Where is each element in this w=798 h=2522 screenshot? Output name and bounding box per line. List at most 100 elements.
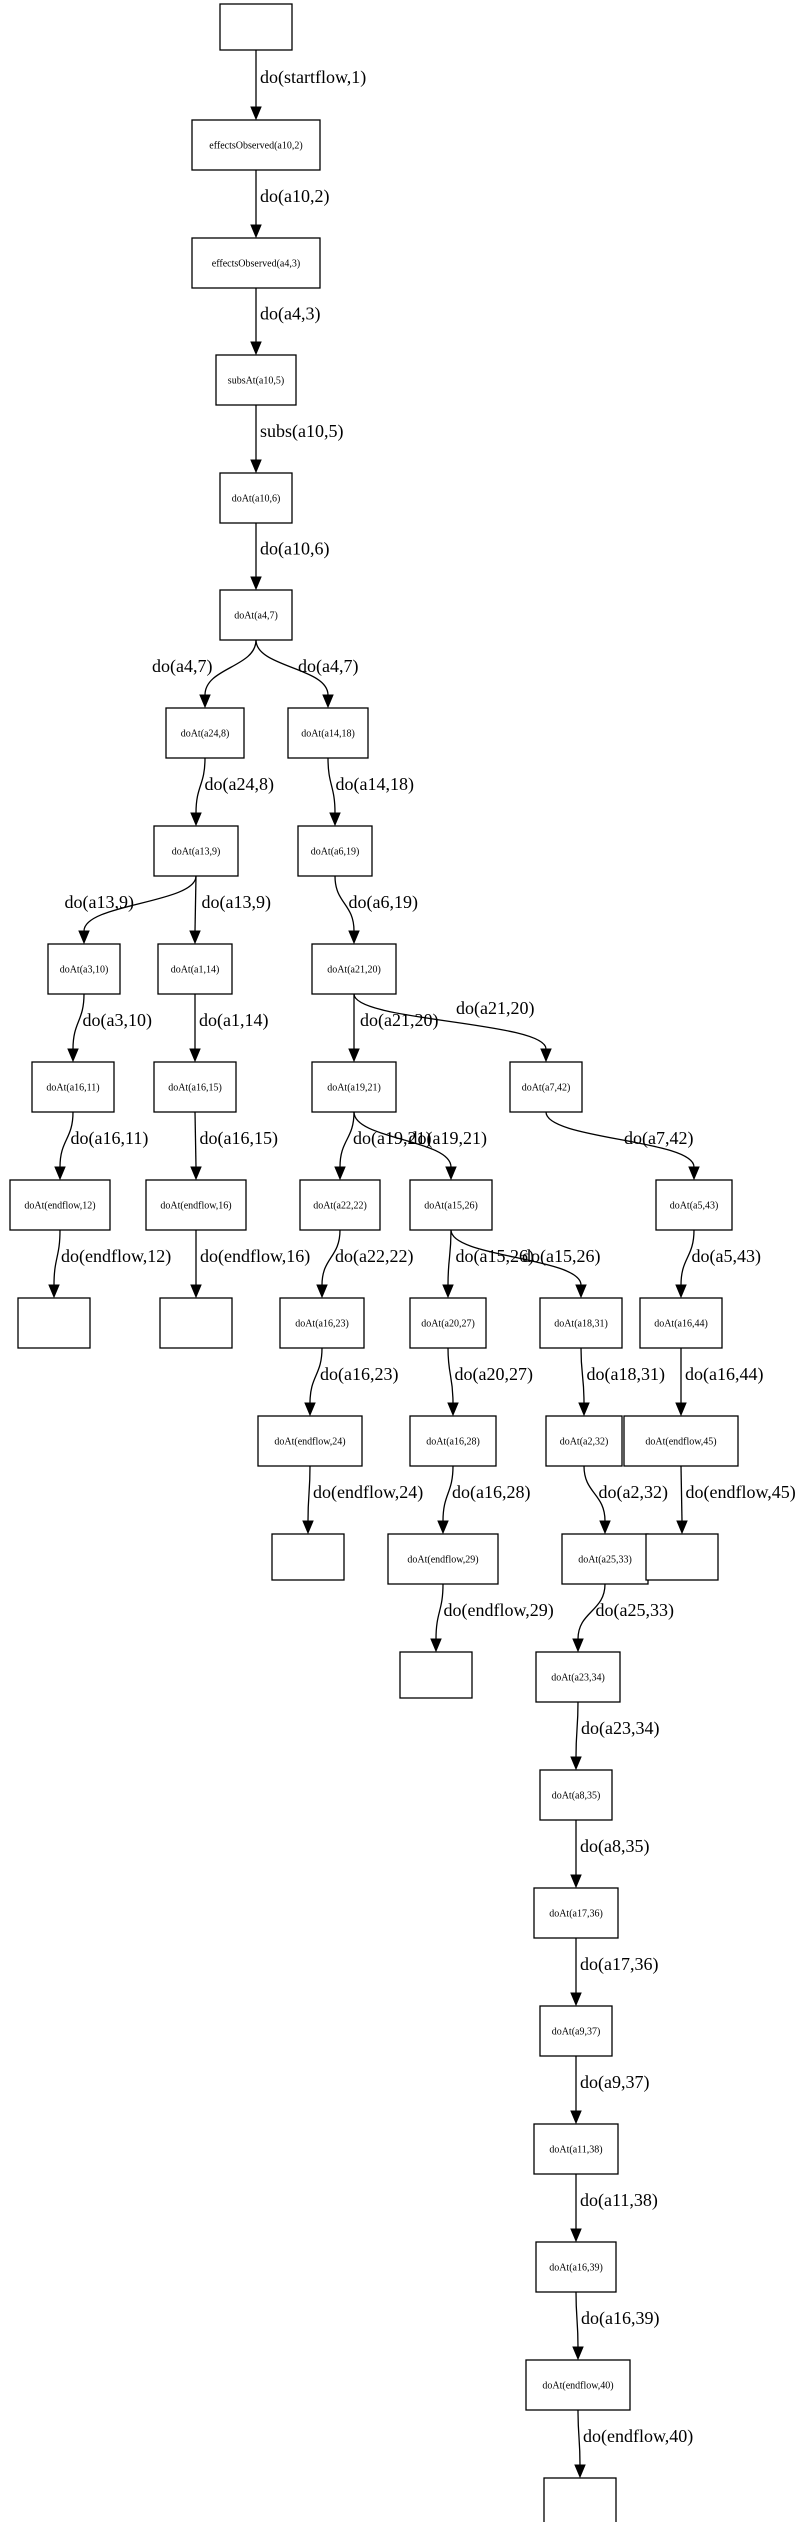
edge-line [577, 2409, 581, 2466]
edge-label: do(a16,28) [452, 1482, 530, 1503]
edge-line [59, 1111, 74, 1168]
edge-n8-n11: do(a13,9) [189, 875, 271, 945]
node-label: doAt(a1,14) [171, 965, 220, 976]
node-box: doAt(a14,18) [287, 707, 369, 759]
edge-n11-n14: do(a1,14) [189, 994, 268, 1063]
empty-node-box [645, 1533, 719, 1581]
node-box: doAt(a17,36) [533, 1887, 619, 1939]
node-label: doAt(a4,7) [234, 611, 278, 622]
arrowhead-icon [572, 1638, 584, 1653]
arrowhead-icon [675, 1284, 687, 1299]
node-rect [165, 707, 245, 759]
edge-n8-n10: do(a13,9) [65, 875, 197, 945]
node-box: doAt(a16,23) [279, 1297, 365, 1349]
node-box: effectsObserved(a4,3) [191, 237, 321, 289]
node-box: doAt(a3,10) [47, 943, 121, 995]
arrowhead-icon [189, 930, 201, 945]
edge-line [194, 1111, 197, 1168]
node-label: doAt(a15,26) [424, 1201, 478, 1212]
edge-label: do(a16,23) [320, 1364, 398, 1385]
node-label: doAt(a19,21) [327, 1083, 381, 1094]
edge-n0-n1: do(startflow,1) [250, 50, 366, 121]
arrowhead-icon [190, 812, 202, 827]
edge-line [447, 1229, 452, 1286]
arrowhead-icon [67, 1048, 79, 1063]
edge-label: do(endflow,40) [583, 2426, 693, 2447]
edge-label: do(a10,2) [260, 186, 329, 207]
node-label: doAt(a10,6) [232, 494, 281, 505]
arrowhead-icon [445, 1166, 457, 1181]
arrowhead-icon [442, 1284, 454, 1299]
edge-line [575, 1701, 579, 1758]
edge-n33-n36: do(endflow,29) [430, 1583, 554, 1653]
node-label: doAt(endflow,45) [645, 1437, 716, 1448]
edge-line [680, 1229, 695, 1286]
edge-n14-n18: do(a16,15) [190, 1111, 278, 1181]
arrowhead-icon [190, 1166, 202, 1181]
node-label: subsAt(a10,5) [228, 376, 284, 387]
edge-n4-n5: do(a10,6) [250, 523, 329, 591]
node-rect [299, 1179, 381, 1231]
edge-line [435, 1583, 444, 1640]
edge-line [83, 875, 197, 932]
node-box: doAt(a7,42) [509, 1061, 583, 1113]
node-rect [191, 119, 321, 171]
edge-line [53, 1229, 61, 1286]
node-label: doAt(a16,23) [295, 1319, 349, 1330]
edge-label: do(a9,37) [580, 2072, 649, 2093]
node-rect [535, 1651, 621, 1703]
edge-n37-n38: do(a23,34) [570, 1701, 659, 1771]
edge-n30-n34: do(a2,32) [583, 1465, 668, 1535]
edge-n31-n35: do(endflow,45) [676, 1465, 796, 1535]
edge-n5-n7: do(a4,7) [255, 639, 358, 709]
arrowhead-icon [599, 1520, 611, 1535]
node-label: doAt(a3,10) [60, 965, 109, 976]
node-rect [31, 1061, 115, 1113]
arrowhead-icon [190, 1284, 202, 1299]
node-label: doAt(a20,27) [421, 1319, 475, 1330]
edge-label: do(a4,7) [298, 656, 358, 677]
edge-n28-n32: do(endflow,24) [302, 1465, 423, 1535]
edge-n25-n29: do(a20,27) [447, 1347, 533, 1417]
edge-n41-n42: do(a11,38) [570, 2174, 658, 2243]
node-rect [399, 1651, 473, 1699]
node-label: doAt(a16,11) [46, 1083, 99, 1094]
node-box: doAt(a20,27) [409, 1297, 487, 1349]
node-rect [539, 2005, 613, 2057]
edge-line [194, 875, 197, 932]
node-rect [639, 1297, 723, 1349]
arrowhead-icon [578, 1402, 590, 1417]
arrowhead-icon [250, 576, 262, 591]
arrowhead-icon [572, 2346, 584, 2361]
edge-label: do(a24,8) [205, 774, 274, 795]
edge-label: do(a18,31) [587, 1364, 665, 1385]
edge-line [204, 639, 257, 696]
empty-node-box [271, 1533, 345, 1581]
node-rect [219, 3, 293, 51]
node-label: doAt(a24,8) [181, 729, 230, 740]
arrowhead-icon [302, 1520, 314, 1535]
edge-line [353, 993, 547, 1050]
node-box: doAt(a19,21) [311, 1061, 397, 1113]
node-box: doAt(endflow,40) [525, 2359, 631, 2411]
edge-line [339, 1111, 355, 1168]
node-rect [409, 1297, 487, 1349]
edge-n16-n21: do(a7,42) [545, 1111, 700, 1181]
edge-label: do(a13,9) [202, 892, 271, 913]
edge-n9-n12: do(a6,19) [334, 875, 418, 945]
arrowhead-icon [316, 1284, 328, 1299]
node-label: doAt(a2,32) [560, 1437, 609, 1448]
arrowhead-icon [250, 341, 262, 356]
node-label: doAt(a16,15) [168, 1083, 222, 1094]
edge-label: do(endflow,29) [444, 1600, 554, 1621]
node-rect [655, 1179, 733, 1231]
node-rect [287, 707, 369, 759]
node-rect [219, 589, 293, 641]
node-rect [311, 1061, 397, 1113]
arrowhead-icon [48, 1284, 60, 1299]
edge-label: do(a22,22) [335, 1246, 413, 1267]
node-rect [539, 1297, 623, 1349]
edge-label: do(a15,26) [456, 1246, 534, 1267]
edge-n43-n44: do(endflow,40) [574, 2409, 693, 2479]
edge-label: do(a10,6) [260, 539, 329, 560]
